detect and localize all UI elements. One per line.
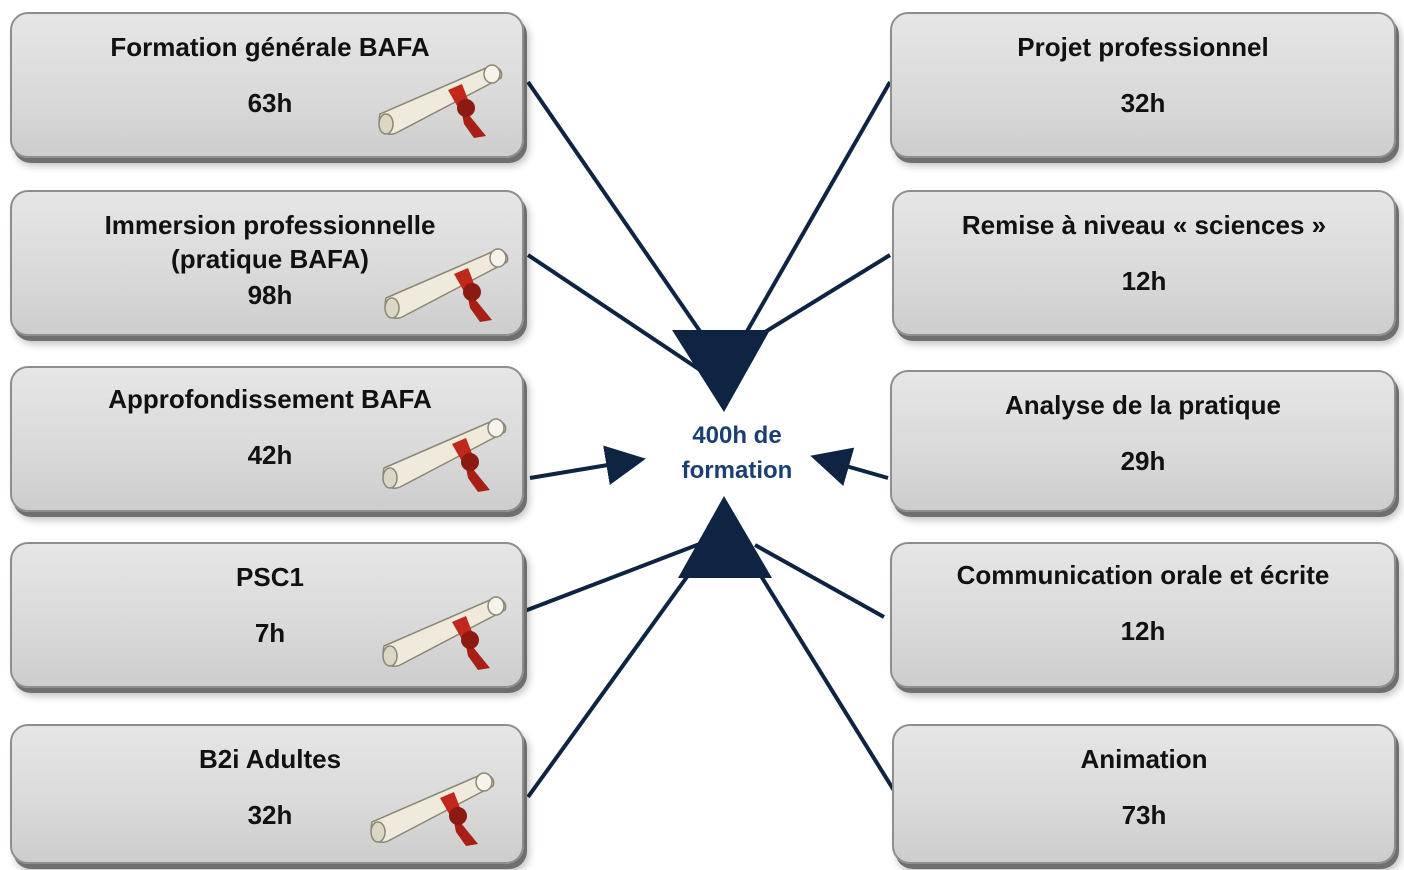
module-title: B2i Adultes [198,744,342,774]
arrow-analyse [810,447,889,487]
module-b2i-adultes: B2i Adultes 32h [10,724,524,864]
module-hours: 32h [247,800,293,830]
bottom-funnel-triangle [678,496,772,578]
connector-b2i [526,543,712,799]
connector-lines [521,80,900,799]
module-hours: 42h [247,440,293,470]
module-title: Formation générale BAFA [110,32,430,62]
connector-formation-generale [526,80,708,342]
module-hours: 73h [1121,800,1167,830]
module-remise-a-niveau: Remise à niveau « sciences » 12h [892,190,1396,336]
module-hours: 12h [1121,266,1167,296]
connector-animation [746,553,900,799]
connector-communication [754,543,885,619]
module-analyse-pratique: Analyse de la pratique 29h [890,370,1396,512]
module-formation-generale: Formation générale BAFA 63h [10,12,524,158]
connector-remise [750,253,892,342]
center-line-2: formation [681,457,793,484]
module-psc1: PSC1 7h [10,542,524,688]
top-funnel-triangle [672,330,770,412]
arrow-approfondissement [529,445,646,485]
diploma-scroll-icon [378,64,503,138]
module-title: Communication orale et écrite [956,560,1330,590]
diploma-scroll-icon [382,596,507,670]
module-immersion-professionnelle: Immersion professionnelle (pratique BAFA… [10,190,524,336]
module-hours: 29h [1120,446,1166,476]
diploma-scroll-icon [384,248,509,322]
module-hours: 98h [247,280,293,310]
module-title: Remise à niveau « sciences » [961,210,1327,240]
module-approfondissement: Approfondissement BAFA 42h [10,366,524,512]
module-title: PSC1 [236,562,304,592]
module-hours: 7h [254,618,286,648]
module-title: Approfondissement BAFA [108,384,432,414]
module-hours: 32h [1120,88,1166,118]
module-communication: Communication orale et écrite 12h [890,542,1396,688]
module-hours: 12h [1120,616,1166,646]
connector-immersion [526,253,702,372]
module-projet-professionnel: Projet professionnel 32h [890,12,1396,158]
connector-projet [740,81,892,341]
module-title-line-2: (pratique BAFA) [171,244,369,274]
module-title: Projet professionnel [1017,32,1269,62]
diploma-scroll-icon [370,772,495,846]
diploma-scroll-icon [382,418,507,492]
center-total-label: 400h de formation [660,418,814,488]
module-title-line-1: Immersion professionnelle [104,210,436,240]
module-animation: Animation 73h [892,724,1396,864]
module-hours: 63h [247,88,293,118]
center-line-1: 400h de [692,422,782,449]
module-title: Analyse de la pratique [1005,390,1281,420]
module-title: Animation [1080,744,1208,774]
connector-psc1 [521,538,711,614]
